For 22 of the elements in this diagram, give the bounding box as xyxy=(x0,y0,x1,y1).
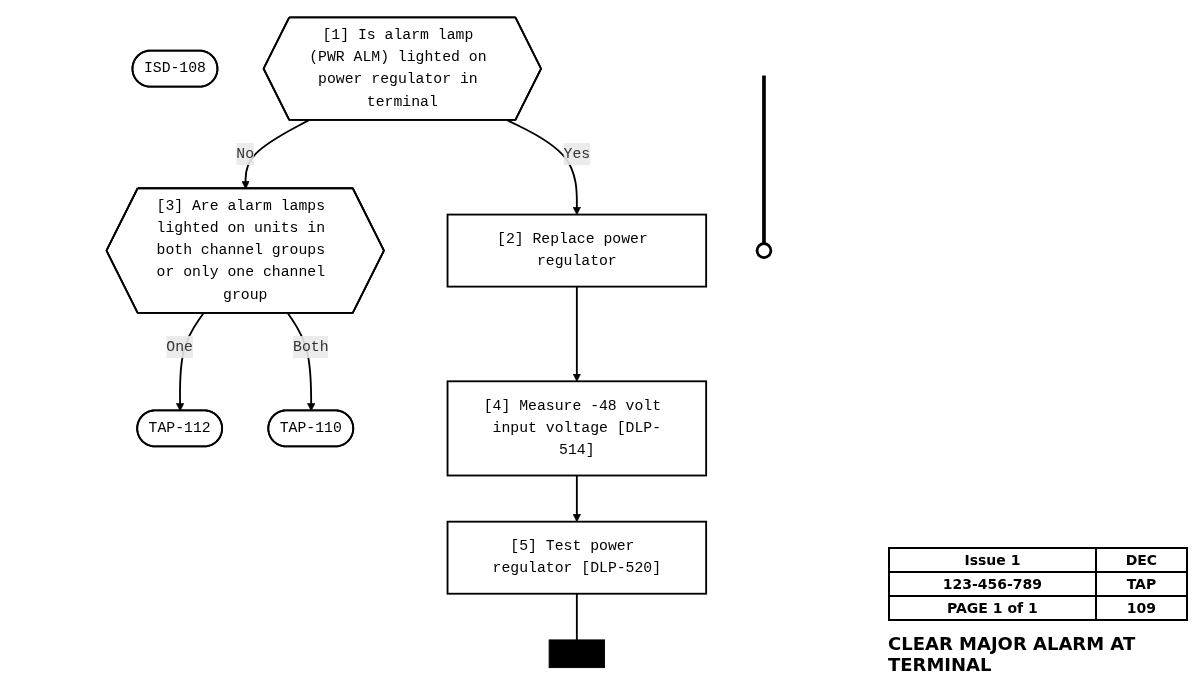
node-circle xyxy=(755,242,773,259)
arrow xyxy=(506,119,582,215)
node-box: [4] Measure -48 volt input voltage [DLP-514] xyxy=(446,380,708,477)
connector xyxy=(762,75,767,244)
arrow xyxy=(241,119,310,190)
table-cell: PAGE 1 of 1 xyxy=(889,596,1096,620)
edge-label: Both xyxy=(293,338,329,356)
node-box: [5] Test power regulator [DLP-520] xyxy=(446,520,708,595)
node-bar xyxy=(549,639,606,669)
connector xyxy=(576,592,579,641)
edge-label: No xyxy=(236,145,255,163)
diagram-title: CLEAR MAJOR ALARM AT TERMINAL xyxy=(888,633,1137,675)
arrow xyxy=(573,474,582,523)
edge-label: Yes xyxy=(563,145,591,163)
table-cell: Issue 1 xyxy=(889,548,1096,572)
table-cell: TAP xyxy=(1095,572,1187,596)
table-cell: DEC xyxy=(1095,548,1187,572)
table-cell: 123-456-789 xyxy=(889,572,1096,596)
table-cell: 109 xyxy=(1095,596,1187,620)
node-box: [2] Replace power regulator xyxy=(446,213,708,288)
arrow xyxy=(573,285,582,382)
edge-label: One xyxy=(166,338,194,356)
